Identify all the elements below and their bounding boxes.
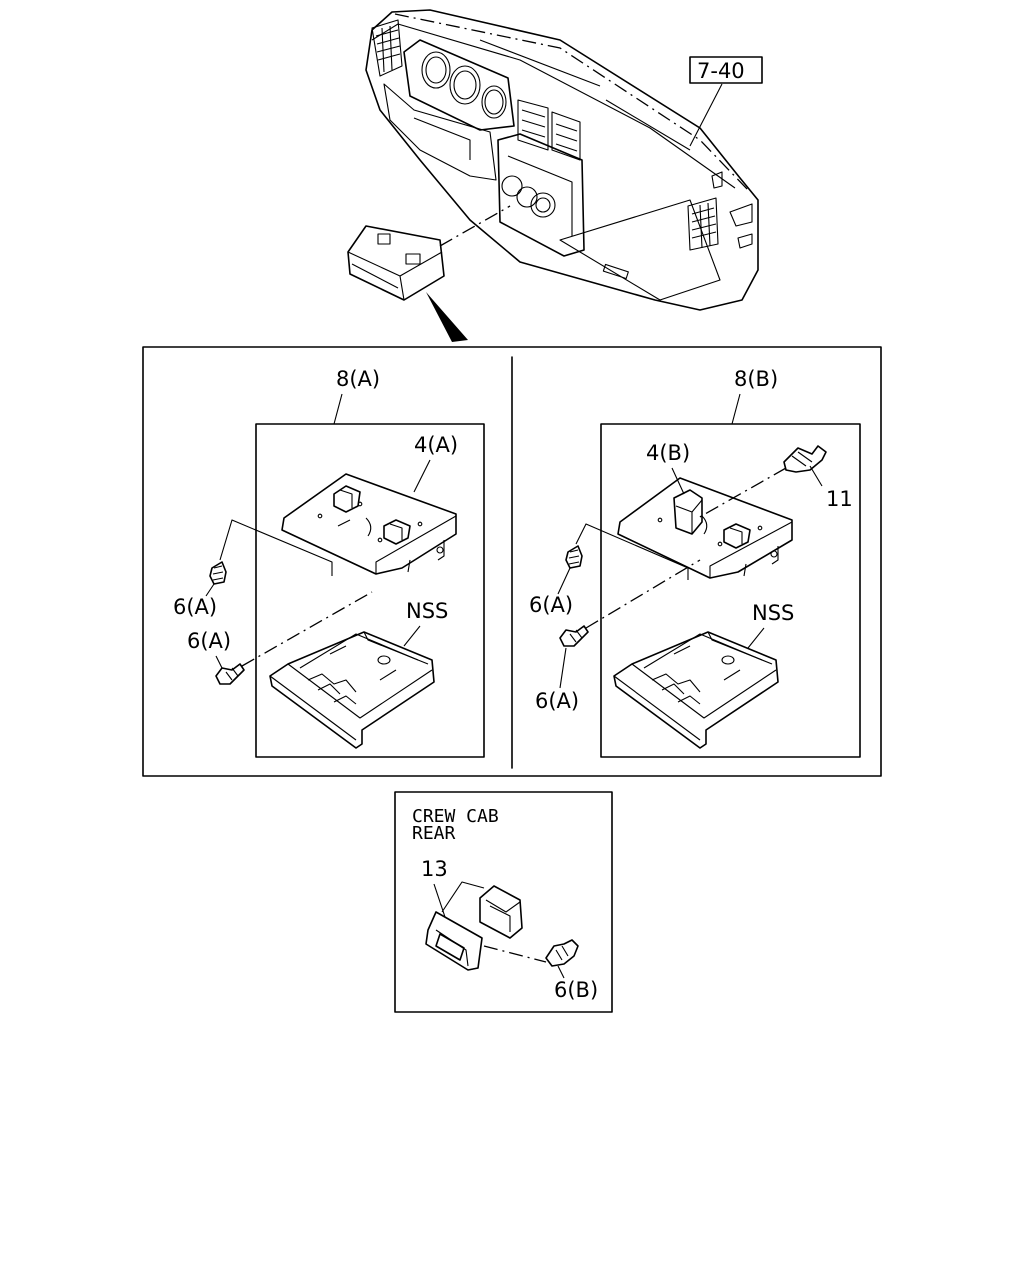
- screw-path-6b: [483, 945, 547, 963]
- ref-leader-7-40: [689, 83, 723, 147]
- leader-4b: [671, 467, 685, 495]
- label-4a: 4(A): [414, 433, 458, 457]
- assembly-frame-8b: [600, 423, 861, 758]
- bulb-path: [697, 467, 787, 519]
- ashtray-nss-right: [613, 631, 779, 749]
- label-4b: 4(B): [646, 441, 690, 465]
- leader-11: [809, 465, 823, 487]
- screw-6b: [545, 939, 579, 967]
- inset-title-line2: REAR: [412, 823, 456, 844]
- leader-6a-upper-left: [205, 583, 215, 597]
- leader-8b: [731, 393, 741, 425]
- leader-6a-upper-right-bracket: [575, 523, 689, 580]
- bracket-4a: [281, 473, 457, 575]
- label-8b: 8(B): [734, 367, 778, 391]
- ashtray-location-illustration: [347, 225, 445, 301]
- label-nss-right: NSS: [752, 601, 794, 625]
- bracket-4b: [617, 477, 793, 579]
- leader-6a-lower-right: [559, 647, 567, 689]
- screw-path-right: [585, 559, 701, 629]
- label-6a-lower-left: 6(A): [187, 629, 231, 653]
- label-6a-upper-right: 6(A): [529, 593, 573, 617]
- label-nss-left: NSS: [406, 599, 448, 623]
- ref-label-7-40: 7-40: [697, 59, 745, 83]
- screw-6a-lower-right: [559, 625, 589, 647]
- assembly-frame-8a: [255, 423, 485, 758]
- label-11: 11: [826, 487, 853, 511]
- location-leader-line: [439, 205, 511, 247]
- detail-frame: [142, 346, 882, 777]
- screw-path-left: [241, 591, 373, 667]
- label-6a-upper-left: 6(A): [173, 595, 217, 619]
- rear-ashtray-13: [425, 881, 523, 971]
- bulb-11: [783, 445, 827, 473]
- leader-6a-upper-right: [557, 567, 571, 595]
- instrument-panel-illustration: [365, 9, 759, 311]
- label-13: 13: [421, 857, 448, 881]
- ref-box-7-40: [689, 56, 763, 84]
- label-6a-lower-right: 6(A): [535, 689, 579, 713]
- leader-6b: [557, 965, 565, 979]
- leader-nss-left: [403, 625, 421, 647]
- label-8a: 8(A): [336, 367, 380, 391]
- screw-6a-upper-left: [209, 561, 227, 585]
- crew-cab-rear-frame: [394, 791, 613, 1013]
- screw-6a-lower-left: [215, 663, 245, 685]
- ashtray-nss-left: [269, 631, 435, 749]
- leader-nss-right: [747, 627, 765, 649]
- label-6b: 6(B): [554, 978, 598, 1002]
- detail-pointer-arrow: [426, 292, 468, 342]
- leader-8a: [333, 393, 343, 425]
- inset-title-line1: CREW CAB: [412, 806, 499, 827]
- leader-6a-lower-left: [215, 655, 223, 669]
- leader-6a-upper-left-bracket: [219, 519, 333, 576]
- screw-6a-upper-right: [565, 545, 583, 569]
- leader-4a: [413, 459, 431, 493]
